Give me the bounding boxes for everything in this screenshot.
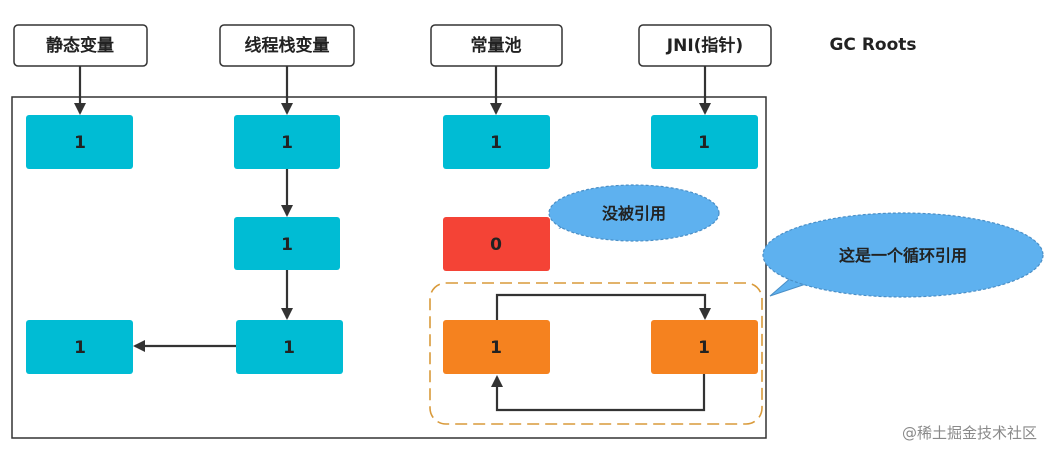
- watermark: @稀土掘金技术社区: [902, 424, 1037, 442]
- node-stack-chain-1: 1: [234, 115, 340, 169]
- cycle-group-outline: [429, 282, 763, 425]
- arrow-cycle-left-to-right: [495, 293, 711, 320]
- node-constant-target: 1: [443, 115, 550, 169]
- root-jni: JNI(指针): [638, 24, 772, 67]
- callout-circular-reference: 这是一个循环引用: [762, 212, 1044, 298]
- node-unreferenced: 0: [443, 217, 550, 271]
- root-constant-pool-label: 常量池: [471, 35, 522, 56]
- node-jni-target: 1: [651, 115, 758, 169]
- root-jni-label: JNI(指针): [666, 35, 743, 56]
- gc-roots-label: GC Roots: [829, 35, 916, 55]
- svg-text:1: 1: [283, 338, 295, 358]
- callout-not-referenced-label: 没被引用: [602, 204, 666, 223]
- svg-text:1: 1: [490, 133, 502, 153]
- root-thread-stack-var-label: 线程栈变量: [245, 35, 330, 56]
- arrow-cycle-right-to-left: [491, 374, 706, 412]
- svg-text:1: 1: [281, 235, 293, 255]
- svg-text:0: 0: [490, 235, 502, 255]
- svg-text:1: 1: [74, 338, 86, 358]
- svg-text:1: 1: [490, 338, 502, 358]
- node-stack-chain-leaf: 1: [26, 320, 133, 374]
- node-stack-chain-2: 1: [234, 217, 340, 270]
- heap-container: [11, 96, 767, 439]
- node-cycle-right: 1: [651, 320, 758, 374]
- svg-text:1: 1: [281, 133, 293, 153]
- svg-text:1: 1: [698, 133, 710, 153]
- node-stack-chain-3: 1: [236, 320, 343, 374]
- root-static-var: 静态变量: [13, 24, 148, 67]
- root-constant-pool: 常量池: [430, 24, 563, 67]
- root-static-var-label: 静态变量: [46, 35, 114, 56]
- root-thread-stack-var: 线程栈变量: [219, 24, 355, 67]
- callout-not-referenced: 没被引用: [548, 184, 720, 242]
- node-cycle-left: 1: [443, 320, 550, 374]
- svg-text:1: 1: [74, 133, 86, 153]
- node-static-target: 1: [26, 115, 133, 169]
- callout-circular-reference-label: 这是一个循环引用: [839, 246, 967, 265]
- svg-text:1: 1: [698, 338, 710, 358]
